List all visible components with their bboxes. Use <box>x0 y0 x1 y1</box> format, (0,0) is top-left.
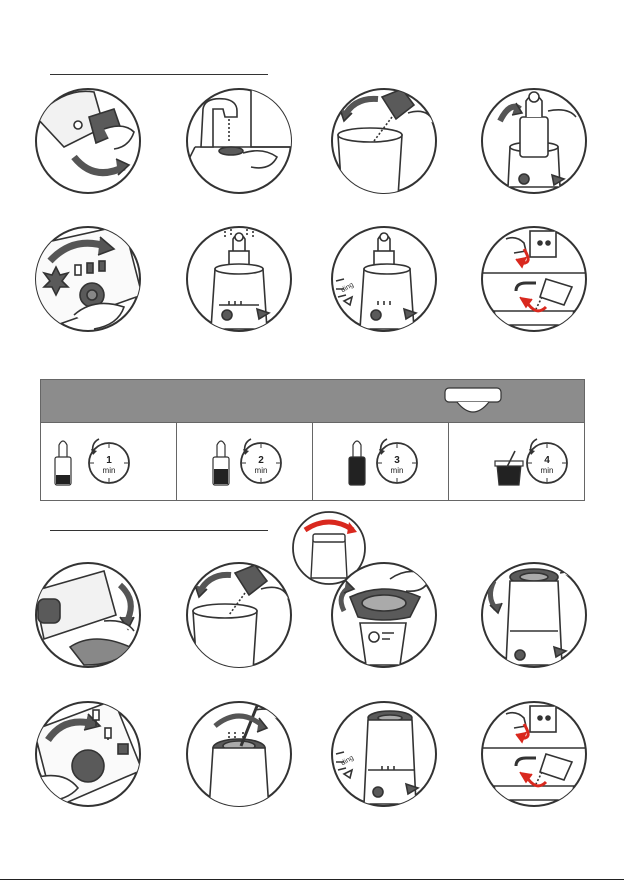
timer-3-unit: min <box>391 466 404 475</box>
turn-dial-icon <box>34 700 142 808</box>
timer-1-unit: min <box>103 466 116 475</box>
ding-ready-icon: ding <box>330 225 438 333</box>
unplug-and-empty-icon <box>480 700 588 808</box>
fill-water-tap-icon <box>185 87 293 195</box>
place-jar-icon <box>480 561 588 669</box>
pour-water-into-warmer-icon <box>330 87 438 195</box>
step-2-8-unplug-empty <box>480 700 588 808</box>
stir-jar-icon <box>185 700 293 808</box>
section-two-rule <box>50 530 268 531</box>
step-5-turn-dial <box>34 225 142 333</box>
step-8-unplug-empty <box>480 225 588 333</box>
step-2-2-pour-water <box>185 561 293 669</box>
step-2-1-remove-basket <box>34 561 142 669</box>
timer-cell-2: 2 min <box>177 423 313 500</box>
pour-water-icon <box>185 561 293 669</box>
timer-cell-4: 4 min <box>449 423 584 500</box>
bottle-level-1-icon: 1 min <box>41 423 177 501</box>
timer-4-unit: min <box>541 466 554 475</box>
step-3-pour-water <box>330 87 438 195</box>
timer-1-number: 1 <box>106 455 112 466</box>
unplug-and-empty-icon <box>480 225 588 333</box>
bottle-level-2-icon: 2 min <box>177 423 313 501</box>
bottle-heating-icon <box>185 225 293 333</box>
step-2-4-place-jar <box>480 561 588 669</box>
timer-table: 1 min 2 min <box>40 423 585 501</box>
timer-2-unit: min <box>255 466 268 475</box>
footer-rule <box>0 879 624 880</box>
remove-basket-icon <box>34 87 142 195</box>
step-2-3-insert-basket <box>330 561 438 669</box>
timer-header-bar <box>40 379 585 423</box>
turn-dial-icon <box>34 225 142 333</box>
step-2-fill-water <box>185 87 293 195</box>
timer-cell-3: 3 min <box>313 423 449 500</box>
timer-3-number: 3 <box>394 455 400 466</box>
step-7-ding-ready: ding <box>330 225 438 333</box>
jar-icon: 4 min <box>449 423 585 501</box>
insert-jar-basket-icon <box>330 561 438 669</box>
step-6-heating <box>185 225 293 333</box>
step-2-5-turn-dial <box>34 700 142 808</box>
section-one-rule <box>50 74 268 75</box>
step-1-remove-basket <box>34 87 142 195</box>
dial-indicator-icon <box>41 380 586 424</box>
timer-2-number: 2 <box>258 455 264 466</box>
step-2-6-stir <box>185 700 293 808</box>
step-4-insert-bottle <box>480 87 588 195</box>
timer-cell-1: 1 min <box>41 423 177 500</box>
timer-4-number: 4 <box>544 455 550 466</box>
ding-ready-icon: ding <box>330 700 438 808</box>
insert-bottle-icon <box>480 87 588 195</box>
step-2-7-ding-ready: ding <box>330 700 438 808</box>
bottle-level-3-icon: 3 min <box>313 423 449 501</box>
remove-basket-icon <box>34 561 142 669</box>
